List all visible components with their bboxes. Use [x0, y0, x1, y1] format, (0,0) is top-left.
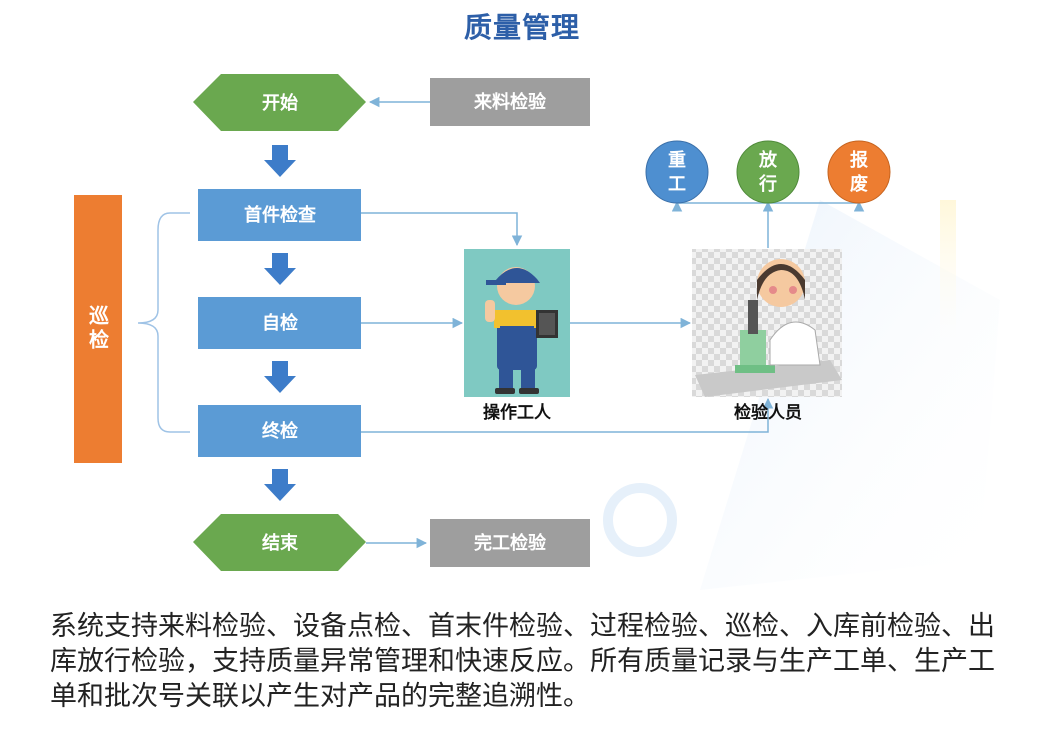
operator-label: 操作工人 [483, 402, 552, 423]
scrap-circle: 报 废 [827, 140, 891, 204]
arrow-first-check-to-operator [361, 212, 523, 247]
description-text: 系统支持来料检验、设备点检、首末件检验、过程检验、巡检、入库前检验、出库放行检验… [50, 611, 995, 712]
end-label: 结束 [262, 532, 299, 554]
arrow-final-check-to-inspector [361, 397, 774, 433]
down-arrow-4 [264, 469, 296, 501]
inspector-illustration [692, 249, 842, 397]
rework-circle: 重 工 [645, 140, 709, 204]
final-check-label: 终检 [262, 420, 298, 442]
page-title: 质量管理 [463, 11, 580, 44]
completion-inspection-label: 完工检验 [474, 532, 547, 554]
rework-label-1: 重 [668, 149, 686, 171]
rework-label-2: 工 [668, 174, 686, 195]
down-arrow-3 [264, 361, 296, 393]
down-arrow-1 [264, 145, 296, 177]
end-node: 结束 [193, 514, 366, 571]
patrol-inspection-bar: 巡检 [74, 195, 122, 463]
scrap-label-1: 报 [850, 149, 868, 171]
self-check-label: 自检 [262, 312, 298, 334]
completion-inspection-node: 完工检验 [430, 519, 590, 567]
first-check-node: 首件检查 [198, 189, 361, 241]
operator-illustration [464, 249, 570, 397]
start-node: 开始 [193, 74, 366, 131]
quality-flow-diagram: 开始 来料检验 首件检查 自检 终检 结束 完工检验 [137, 74, 891, 571]
start-label: 开始 [262, 92, 298, 114]
release-label-2: 行 [758, 173, 777, 195]
down-arrow-2 [264, 253, 296, 285]
incoming-inspection-label: 来料检验 [473, 91, 547, 113]
release-label-1: 放 [758, 149, 778, 171]
scrap-label-2: 废 [850, 173, 868, 195]
first-check-label: 首件检查 [244, 204, 316, 226]
down-arrows [264, 145, 296, 501]
final-check-node: 终检 [198, 405, 361, 457]
inspector-label: 检验人员 [734, 402, 802, 423]
self-check-node: 自检 [198, 297, 361, 349]
patrol-bracket [137, 212, 190, 433]
incoming-inspection-node: 来料检验 [430, 78, 590, 126]
release-circle: 放 行 [736, 140, 800, 204]
